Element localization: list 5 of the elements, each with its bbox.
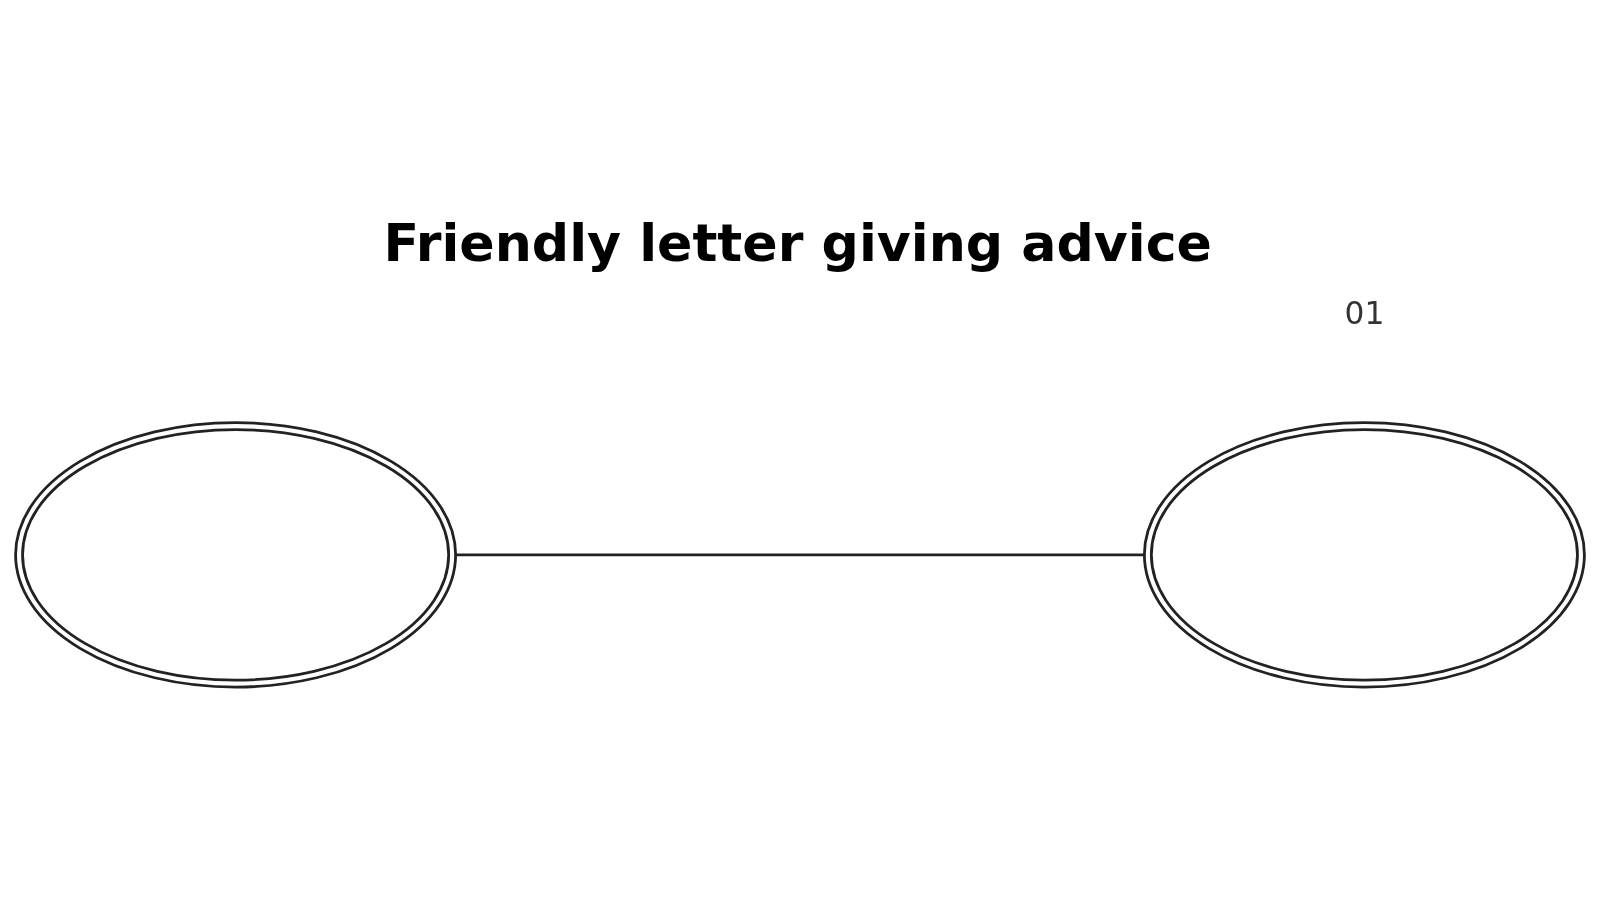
connector (455, 552, 1144, 556)
label: 01 (1344, 294, 1385, 331)
diagram-title: Friendly letter giving advice (383, 212, 1212, 273)
node-ellipse (1143, 420, 1586, 688)
node-ellipse (14, 420, 457, 688)
